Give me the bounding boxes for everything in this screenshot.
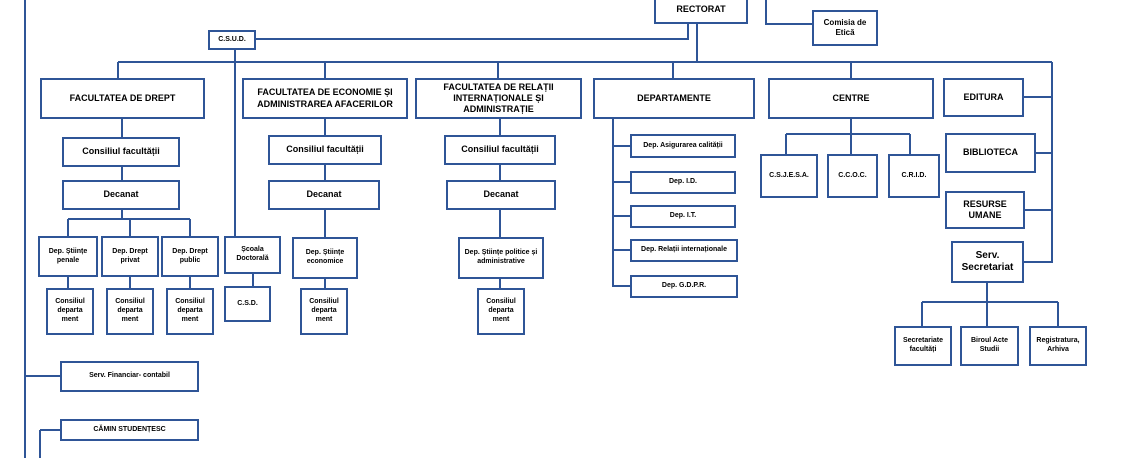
registratura-arhiva-box: Registratura, Arhiva <box>1029 326 1087 366</box>
relatii-consiliu-box: Consiliul facultății <box>444 135 556 165</box>
centru-csjesa-box: C.S.J.E.S.A. <box>760 154 818 198</box>
scoala-doctorala-box: Școala Doctorală <box>224 236 281 274</box>
centru-ccoc-box: C.C.O.C. <box>827 154 878 198</box>
biroul-acte-studii-box: Biroul Acte Studii <box>960 326 1019 366</box>
dep-stiinte-economice-box: Dep. Științe economice <box>292 237 358 279</box>
resurse-umane-box: RESURSE UMANE <box>945 191 1025 229</box>
dep-id-box: Dep. I.D. <box>630 171 736 194</box>
dep-gdpr-box: Dep. G.D.P.R. <box>630 275 738 298</box>
departamente-box: DEPARTAMENTE <box>593 78 755 119</box>
drept-consiliu-dep-1-box: Consiliul departa ment <box>46 288 94 335</box>
economie-consiliu-box: Consiliul facultății <box>268 135 382 165</box>
biblioteca-box: BIBLIOTECA <box>945 133 1036 173</box>
centru-crid-box: C.R.I.D. <box>888 154 940 198</box>
secretariate-facultati-box: Secretariate facultăți <box>894 326 952 366</box>
rectorat-box: RECTORAT <box>654 0 748 24</box>
facultatea-relatii-box: FACULTATEA DE RELAȚII INTERNAȚIONALE ȘI … <box>415 78 582 119</box>
dep-asigurarea-calitatii-box: Dep. Asigurarea calității <box>630 134 736 158</box>
dep-drept-privat-box: Dep. Drept privat <box>101 236 159 277</box>
serv-financiar-contabil-box: Serv. Financiar- contabil <box>60 361 199 392</box>
drept-consiliu-box: Consiliul facultății <box>62 137 180 167</box>
camin-studentesc-box: CĂMIN STUDENȚESC <box>60 419 199 441</box>
drept-consiliu-dep-3-box: Consiliul departa ment <box>166 288 214 335</box>
relatii-consiliu-dep-box: Consiliul departa ment <box>477 288 525 335</box>
csd-box: C.S.D. <box>224 286 271 322</box>
editura-box: EDITURA <box>943 78 1024 117</box>
facultatea-economie-box: FACULTATEA DE ECONOMIE ȘI ADMINISTRAREA … <box>242 78 408 119</box>
centre-box: CENTRE <box>768 78 934 119</box>
dep-drept-public-box: Dep. Drept public <box>161 236 219 277</box>
facultatea-drept-box: FACULTATEA DE DREPT <box>40 78 205 119</box>
economie-consiliu-dep-box: Consiliul departa ment <box>300 288 348 335</box>
comisia-etica-box: Comisia de Etică <box>812 10 878 46</box>
csud-box: C.S.U.D. <box>208 30 256 50</box>
dep-it-box: Dep. I.T. <box>630 205 736 228</box>
economie-decanat-box: Decanat <box>268 180 380 210</box>
relatii-decanat-box: Decanat <box>446 180 556 210</box>
dep-stiinte-penale-box: Dep. Științe penale <box>38 236 98 277</box>
dep-relatii-internationale-box: Dep. Relații internaționale <box>630 239 738 262</box>
dep-stiinte-politice-box: Dep. Științe politice și administrative <box>458 237 544 279</box>
drept-consiliu-dep-2-box: Consiliul departa ment <box>106 288 154 335</box>
serv-secretariat-box: Serv. Secretariat <box>951 241 1024 283</box>
drept-decanat-box: Decanat <box>62 180 180 210</box>
